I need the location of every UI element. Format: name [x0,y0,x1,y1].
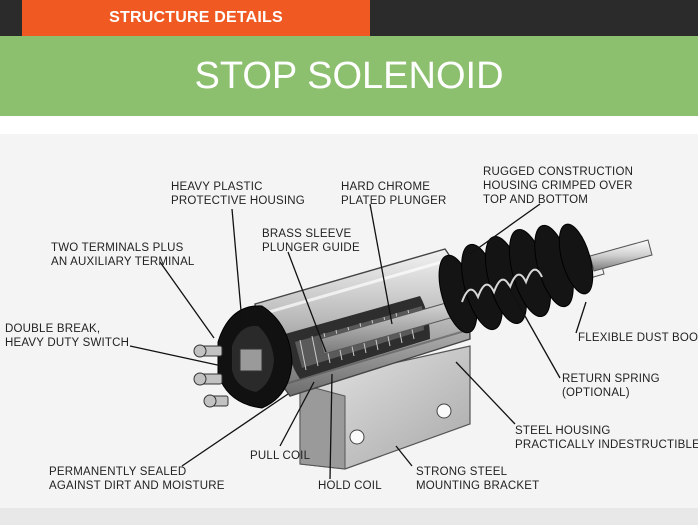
label-brass-2: PLUNGER GUIDE [262,242,360,254]
spacer [0,116,698,134]
label-pull-coil: PULL COIL [250,450,311,462]
label-spring-1: RETURN SPRING [562,373,660,385]
label-chrome-1: HARD CHROME [341,181,430,193]
label-plastic-2: PROTECTIVE HOUSING [171,195,305,207]
leader-lines [129,203,587,480]
label-terminals-2: AN AUXILIARY TERMINAL [51,256,195,268]
label-steel-2: PRACTICALLY INDESTRUCTIBLE [515,439,698,451]
label-hold-coil: HOLD COIL [318,480,382,492]
label-rugged-2: HOUSING CRIMPED OVER [483,180,633,192]
return-spring [461,268,543,303]
label-dust-boot: FLEXIBLE DUST BOOT [578,332,698,344]
label-bracket-2: MOUNTING BRACKET [416,480,539,492]
label-rugged-3: TOP AND BOTTOM [483,194,588,206]
label-plastic-1: HEAVY PLASTIC [171,181,263,193]
label-rugged-1: RUGGED CONSTRUCTION [483,166,633,178]
dust-boot [438,223,594,334]
label-sealed-2: AGAINST DIRT AND MOISTURE [49,480,225,492]
label-double-2: HEAVY DUTY SWITCH [5,337,129,349]
label-terminals-1: TWO TERMINALS PLUS [51,242,184,254]
label-bracket-1: STRONG STEEL [416,466,508,478]
plastic-housing [217,305,293,409]
footer-strip [0,508,698,525]
label-double-1: DOUBLE BREAK, [5,323,100,335]
label-steel-1: STEEL HOUSING [515,425,610,437]
label-spring-2: (OPTIONAL) [562,387,630,399]
callout-labels: RUGGED CONSTRUCTION HOUSING CRIMPED OVER… [5,166,698,492]
section-tag: STRUCTURE DETAILS [22,0,370,36]
label-brass-1: BRASS SLEEVE [262,228,351,240]
page-title: STOP SOLENOID [0,36,698,116]
label-chrome-2: PLATED PLUNGER [341,195,446,207]
terminals [193,344,229,408]
solenoid-illustration: RUGGED CONSTRUCTION HOUSING CRIMPED OVER… [5,166,698,492]
solenoid-diagram: RUGGED CONSTRUCTION HOUSING CRIMPED OVER… [0,134,698,525]
label-sealed-1: PERMANENTLY SEALED [49,466,186,478]
